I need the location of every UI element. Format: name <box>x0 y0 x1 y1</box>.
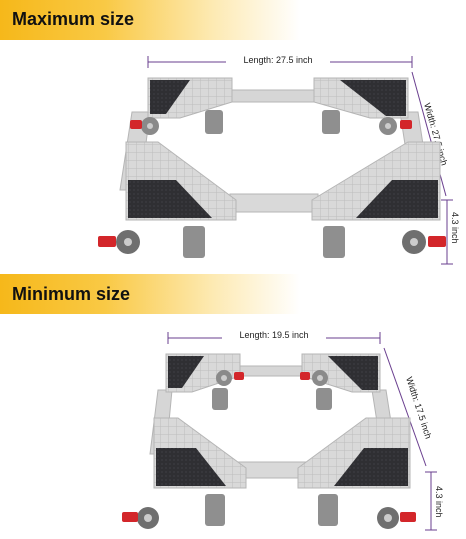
maximum-size-illustration: Length: 27.5 inch Width: 27.5 inch 4.3 i… <box>0 40 466 270</box>
back-left-leg <box>212 388 228 410</box>
front-right-corner <box>297 417 411 489</box>
height-label: 4.3 inch <box>450 212 460 244</box>
brake-pedal <box>130 120 142 129</box>
back-left-wheel <box>216 370 244 386</box>
back-right-corner <box>301 353 381 393</box>
brake-pedal <box>300 372 310 380</box>
length-label: Length: 19.5 inch <box>239 330 308 340</box>
brake-pedal <box>98 236 116 247</box>
minimum-size-banner: Minimum size <box>0 274 300 314</box>
front-left-leg <box>183 226 205 258</box>
front-left-wheel <box>98 230 140 254</box>
height-dimension: 4.3 inch <box>425 471 444 531</box>
front-left-corner <box>125 141 237 221</box>
length-label: Length: 27.5 inch <box>243 55 312 65</box>
length-dimension: Length: 27.5 inch <box>147 53 413 68</box>
back-right-wheel <box>379 117 412 135</box>
back-left-leg <box>205 110 223 134</box>
front-left-wheel <box>122 507 159 529</box>
minimum-size-illustration: Length: 19.5 inch Width: 17.5 inch 4.3 i… <box>0 314 466 539</box>
maximum-stand-drawing: Length: 27.5 inch Width: 27.5 inch 4.3 i… <box>98 53 460 265</box>
back-right-corner <box>313 77 409 119</box>
front-right-corner <box>311 141 441 221</box>
front-left-corner <box>153 417 247 489</box>
height-label: 4.3 inch <box>434 486 444 518</box>
back-right-wheel <box>300 370 328 386</box>
front-right-leg <box>323 226 345 258</box>
brake-pedal <box>122 512 138 522</box>
front-right-wheel <box>377 507 416 529</box>
maximum-size-banner: Maximum size <box>0 0 300 40</box>
minimum-stand-drawing: Length: 19.5 inch Width: 17.5 inch 4.3 i… <box>122 328 444 531</box>
brake-pedal <box>234 372 244 380</box>
length-dimension: Length: 19.5 inch <box>167 328 381 344</box>
back-right-leg <box>322 110 340 134</box>
front-left-leg <box>205 494 225 526</box>
back-left-corner <box>147 77 233 119</box>
front-right-leg <box>318 494 338 526</box>
maximum-size-title: Maximum size <box>12 9 135 29</box>
back-left-corner <box>165 353 241 393</box>
back-left-wheel <box>130 117 159 135</box>
brake-pedal <box>428 236 446 247</box>
back-rail <box>235 365 307 377</box>
height-dimension: 4.3 inch <box>441 199 460 265</box>
back-rail <box>229 89 319 103</box>
front-right-wheel <box>402 230 446 254</box>
back-right-leg <box>316 388 332 410</box>
brake-pedal <box>400 120 412 129</box>
front-rail <box>229 193 319 213</box>
minimum-size-title: Minimum size <box>12 284 131 304</box>
brake-pedal <box>400 512 416 522</box>
